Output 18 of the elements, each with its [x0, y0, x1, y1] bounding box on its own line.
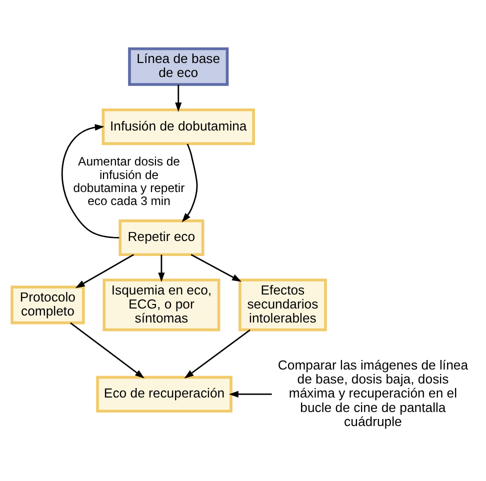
arrow [70, 322, 144, 378]
arrow [184, 328, 250, 378]
arrow [182, 143, 198, 222]
node-box: Infusión de dobutamina [102, 108, 255, 145]
arrow [228, 390, 272, 398]
node-box: Línea de base de eco [128, 46, 229, 86]
node-box: Protocolo completo [10, 285, 85, 324]
arrow [75, 254, 134, 288]
arrow [158, 254, 165, 282]
node-box: Eco de recuperación [96, 375, 232, 412]
arrow [190, 254, 242, 282]
arrow [61, 124, 120, 238]
node-text: Comparar las imágenes de línea de base, dosis baja, dosis máxima y recuperación en el bucle de cine de pantalla cuádruple [278, 357, 468, 428]
edge-label: Aumentar dosis de infusión de dobutamina y repetir eco cada 3 min [73, 154, 185, 208]
node-box: Repetir eco [118, 218, 204, 256]
node-box: Isquemia en eco, ECG, o por síntomas [102, 278, 220, 331]
node-box: Efectos secundarios intolerables [238, 278, 327, 331]
arrow [175, 84, 182, 112]
